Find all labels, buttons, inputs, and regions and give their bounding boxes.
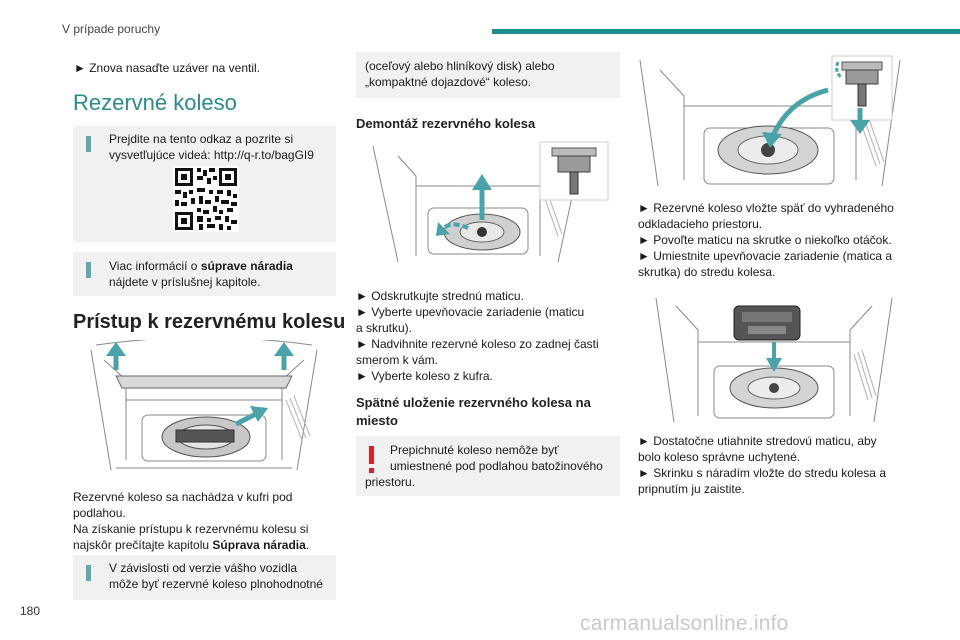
header-accent-bar	[492, 29, 960, 34]
bullet-replace-cap: ► Znova nasaďte uzáver na ventil.	[74, 61, 261, 75]
subtitle-reinstall: Spätné uloženie rezervného kolesa na mie…	[356, 395, 591, 428]
arrow-icon	[762, 61, 870, 148]
figure-trunk-access	[86, 340, 322, 475]
info-icon	[86, 565, 91, 581]
watermark: carmanualsonline.info	[580, 612, 789, 635]
page-number: 180	[20, 604, 41, 618]
info-box-tools-text: Viac informácií o súprave náradia nájdet…	[109, 259, 293, 289]
warning-icon	[369, 446, 374, 464]
figure-removal	[368, 136, 612, 266]
info-box-tools: Viac informácií o súprave náradia nájdet…	[73, 252, 336, 296]
info-icon	[86, 136, 91, 152]
info-box-versions-continued: (oceľový alebo hliníkový disk) alebo „ko…	[356, 52, 620, 98]
warning-text: Prepichnuté koleso nemôže byť umiestnené…	[390, 443, 603, 473]
figure-toolbox	[652, 290, 898, 426]
reinstall-steps-1: ► Rezervné koleso vložte späť do vyhrade…	[638, 201, 894, 279]
info-box-video: Prejdite na tento odkaz a pozrite si vys…	[73, 126, 336, 242]
warning-box-punctured: Prepichnuté koleso nemôže byť umiestnené…	[356, 436, 620, 496]
figure-reinsert	[638, 50, 910, 190]
subtitle-removal: Demontáž rezervného kolesa	[356, 116, 536, 131]
removal-steps: ► Odskrutkujte strednú maticu. ► Vyberte…	[356, 289, 599, 383]
info-box-versions-text: V závislosti od verzie vášho vozidla môž…	[109, 561, 323, 591]
reinstall-steps-2: ► Dostatočne utiahnite stredovú maticu, …	[638, 434, 886, 496]
arrow-icon	[106, 342, 294, 427]
info-box-video-text: Prejdite na tento odkaz a pozrite si vys…	[109, 132, 314, 162]
running-header: V prípade poruchy	[62, 22, 161, 36]
para-location: Rezervné koleso sa nachádza v kufri pod …	[73, 490, 310, 552]
section-title-spare-wheel: Rezervné koleso	[73, 90, 237, 115]
warning-text-end: priestoru.	[365, 475, 416, 489]
info-icon	[86, 262, 91, 278]
info-box-versions: V závislosti od verzie vášho vozidla môž…	[73, 555, 336, 600]
section-title-access: Prístup k rezervnému kolesu	[73, 311, 346, 333]
arrow-icon	[436, 174, 492, 236]
qr-code	[173, 166, 239, 232]
arrow-icon	[766, 342, 782, 372]
info-box-versions-continued-text: (oceľový alebo hliníkový disk) alebo „ko…	[365, 59, 555, 89]
